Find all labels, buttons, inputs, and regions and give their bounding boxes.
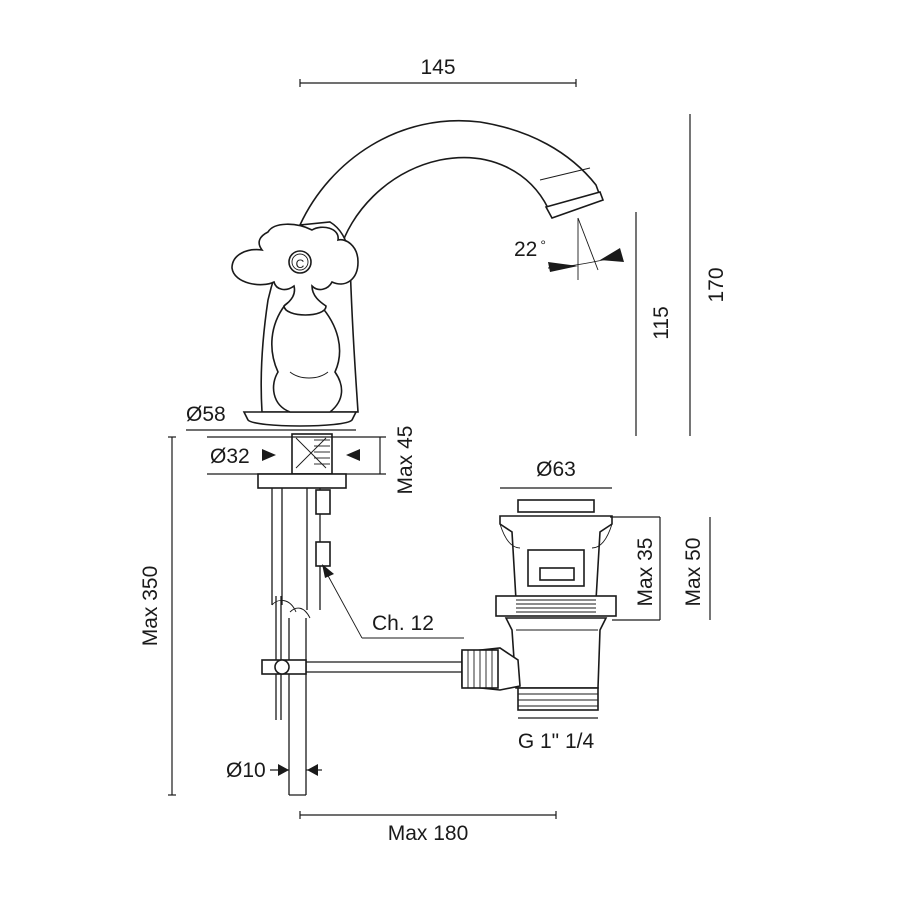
dim-label-max45: Max 45 [394, 426, 417, 495]
dim-angle: 22° [514, 217, 624, 280]
dim-base-diameter: Ø58 [186, 403, 356, 431]
angle-value: 22 [514, 238, 537, 261]
dim-label-max180: Max 180 [388, 822, 469, 845]
dim-wrench: Ch. 12 [322, 564, 464, 639]
cross-handle: C [231, 223, 359, 316]
dim-hole-diameter: Ø32 [210, 445, 360, 468]
dim-label-max50: Max 50 [682, 538, 705, 607]
dim-height-spout: 115 [635, 212, 673, 436]
dim-height-max-350: Max 350 [139, 436, 176, 796]
dim-label-o10: Ø10 [226, 759, 266, 782]
dim-label-ch12: Ch. 12 [372, 612, 434, 635]
deck-section [207, 433, 386, 489]
dim-waste-max: Max 35 Max 50 [610, 516, 711, 621]
lift-rod-assembly [261, 488, 462, 796]
angle-unit: ° [540, 237, 546, 253]
dim-label-o32: Ø32 [210, 445, 250, 468]
dim-label-22: 22° [514, 237, 546, 261]
dim-deck-max: Max 45 [379, 426, 417, 495]
dim-label-o58: Ø58 [186, 403, 226, 426]
dim-height-total: 170 [689, 114, 728, 436]
dim-label-max35: Max 35 [634, 538, 657, 607]
dim-label-o63: Ø63 [536, 458, 576, 481]
dim-rod-diameter: Ø10 [226, 759, 322, 782]
dim-label-thread: G 1" 1/4 [518, 730, 595, 753]
dim-label-170: 170 [705, 267, 728, 302]
dim-width-max-180: Max 180 [299, 811, 557, 845]
handle-logo: C [296, 257, 305, 271]
dim-label-145: 145 [420, 56, 455, 79]
dim-label-115: 115 [650, 306, 673, 339]
dim-width-top: 145 [299, 56, 577, 87]
popup-waste: Ø63 G 1" 1/4 [461, 458, 617, 753]
dim-label-max350: Max 350 [139, 566, 162, 647]
